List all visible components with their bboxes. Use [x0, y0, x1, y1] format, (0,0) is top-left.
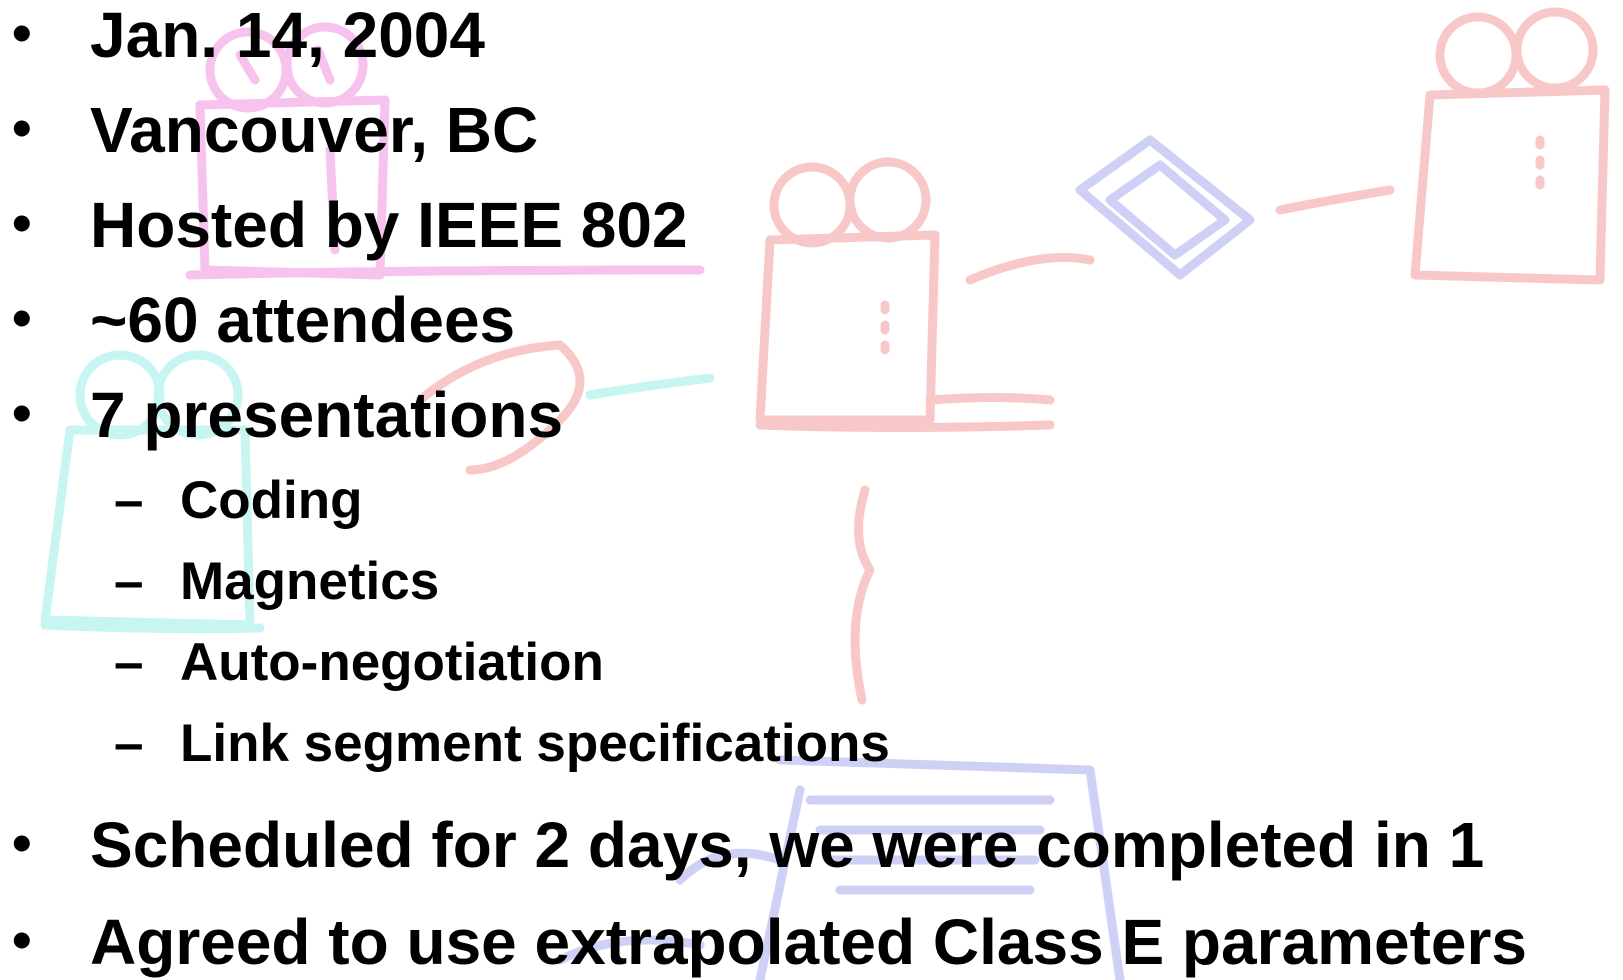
sub-bullet-marker: –: [114, 633, 144, 692]
bullet-text-host: Hosted by IEEE 802: [90, 189, 688, 261]
bullet-marker: •: [12, 908, 32, 971]
sub-bullet-marker: –: [114, 471, 144, 530]
sub-bullet-text-link-segment: Link segment specifications: [180, 714, 890, 773]
bullet-text-class-e: Agreed to use extrapolated Class E param…: [90, 906, 1527, 978]
bullet-text-schedule: Scheduled for 2 days, we were completed …: [90, 809, 1485, 881]
bullet-text-location: Vancouver, BC: [90, 94, 539, 166]
red-computer-clipart-center: [415, 157, 1095, 705]
bullet-marker: •: [12, 811, 32, 874]
blue-diamond-clipart: [1075, 135, 1255, 280]
bullet-text-presentations: 7 presentations: [90, 379, 564, 451]
sub-bullet-text-magnetics: Magnetics: [180, 552, 440, 611]
cyan-computer-clipart: [40, 350, 715, 634]
bullet-marker: •: [12, 381, 32, 444]
sub-bullet-marker: –: [114, 552, 144, 611]
sub-bullet-text-auto-negotiation: Auto-negotiation: [180, 633, 604, 692]
bullet-marker: •: [12, 1, 32, 64]
bullet-marker: •: [12, 96, 32, 159]
bullet-text-date: Jan. 14, 2004: [90, 0, 485, 71]
blue-document-clipart: [555, 755, 1125, 980]
bullet-marker: •: [12, 286, 32, 349]
sub-bullet-text-coding: Coding: [180, 471, 363, 530]
sub-bullet-marker: –: [114, 714, 144, 773]
pink-computer-clipart: [185, 22, 705, 280]
bullet-marker: •: [12, 191, 32, 254]
red-computer-clipart-right: [1275, 7, 1610, 285]
bullet-text-attendees: ~60 attendees: [90, 284, 516, 356]
